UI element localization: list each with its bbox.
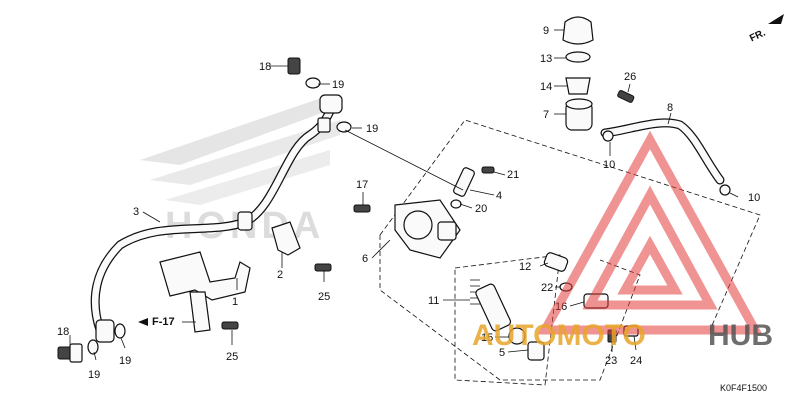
callout-18b: 18 (57, 326, 69, 338)
callout-13: 13 (540, 53, 552, 65)
frame-reference: F-17 (138, 316, 175, 328)
callout-2: 2 (277, 269, 283, 281)
bolt-25-a (314, 263, 332, 272)
upper-banjo (287, 57, 352, 133)
callout-8: 8 (667, 102, 673, 114)
callout-4: 4 (496, 190, 502, 202)
front-label: FR. (748, 28, 767, 45)
front-arrow-indicator: FR. (748, 14, 784, 44)
callout-10a: 10 (603, 159, 615, 171)
callout-19d: 19 (119, 355, 131, 367)
callout-19a: 19 (332, 79, 344, 91)
leader-lines (69, 29, 739, 361)
callout-24: 24 (630, 355, 642, 367)
callout-21: 21 (507, 169, 519, 181)
frame-reference-label: F-17 (152, 316, 175, 328)
joint-12 (543, 252, 569, 272)
watermark-text-hub: HUB (708, 319, 773, 352)
callout-11: 11 (428, 295, 439, 307)
bolt-25-b (221, 321, 239, 330)
callout-6: 6 (362, 253, 368, 265)
hose-clamp-bracket (159, 251, 251, 333)
callout-20: 20 (475, 203, 487, 215)
callout-19b: 19 (366, 123, 378, 135)
callout-15: 15 (481, 332, 493, 344)
hose-clip (271, 221, 301, 256)
master-cylinder (353, 166, 495, 259)
callout-9: 9 (543, 25, 549, 37)
callout-5: 5 (499, 347, 505, 359)
callout-12: 12 (519, 261, 531, 273)
figure-code: K0F4F1500 (720, 383, 767, 393)
reservoir-stack (562, 16, 594, 131)
callout-1: 1 (232, 296, 238, 308)
clutch-hose (90, 95, 340, 335)
callout-25b: 25 (226, 351, 238, 363)
callout-10b: 10 (748, 192, 760, 204)
callout-26: 26 (624, 71, 636, 83)
callout-25a: 25 (318, 291, 330, 303)
screw-26 (617, 90, 635, 103)
callout-17: 17 (356, 179, 368, 191)
callout-23: 23 (605, 355, 617, 367)
lower-banjo (57, 319, 126, 363)
callout-14: 14 (540, 81, 552, 93)
reservoir-hose (600, 118, 731, 196)
callout-18a: 18 (259, 61, 271, 73)
callouts: 1 2 3 4 5 6 7 8 9 10 10 11 12 13 14 15 1… (57, 25, 760, 381)
watermark-text-automoto: AUTOMOTO (472, 319, 646, 352)
callout-19c: 19 (88, 369, 100, 381)
callout-22: 22 (541, 282, 553, 294)
piston-set (470, 279, 545, 361)
watermark: AUTOMOTO HUB (472, 130, 773, 352)
callout-7: 7 (543, 109, 549, 121)
callout-3: 3 (133, 206, 139, 218)
